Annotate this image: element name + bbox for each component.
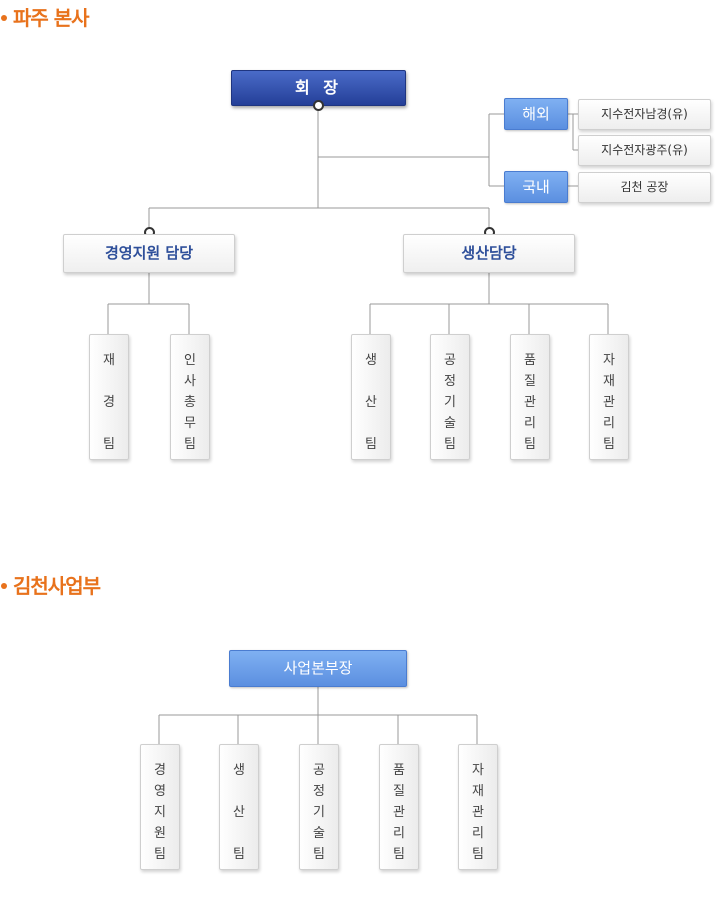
team-label-char: 관 (393, 805, 405, 820)
team-label-char: 리 (393, 826, 405, 841)
team-label-char: 경 (103, 395, 115, 410)
manager-box-production: 생산담당 (403, 234, 575, 273)
team-label-char: 정 (444, 374, 456, 389)
team-label-char: 재 (103, 353, 115, 368)
manager-box-management-support: 경영지원 담당 (63, 234, 235, 273)
team-label-char: 공 (313, 763, 325, 778)
team-label-char: 팀 (444, 437, 456, 452)
chairman-box: 회 장 (231, 70, 406, 106)
team-label-char: 팀 (472, 847, 484, 862)
team-label-char: 재 (603, 374, 615, 389)
team-label-char: 팀 (184, 437, 196, 452)
domestic-box: 국내 (504, 171, 568, 203)
team-label-char: 질 (393, 784, 405, 799)
connector-node-icon (313, 100, 324, 111)
team-label-char: 리 (472, 826, 484, 841)
team-label-char: 영 (154, 784, 166, 799)
bullet-icon (1, 14, 7, 21)
business-head-box: 사업본부장 (229, 650, 407, 687)
team-label-char: 술 (313, 826, 325, 841)
team-label-char: 팀 (365, 437, 377, 452)
team-label-char: 인 (184, 353, 196, 368)
team-label-char: 무 (184, 416, 196, 431)
team-label-char: 사 (184, 374, 196, 389)
team-label-char: 팀 (393, 847, 405, 862)
team-label-char: 산 (233, 805, 245, 820)
team-label-char: 기 (444, 395, 456, 410)
team-label-char: 팀 (233, 847, 245, 862)
team-label-char: 자 (472, 763, 484, 778)
team-label-char: 정 (313, 784, 325, 799)
team-label-char: 술 (444, 416, 456, 431)
team-label-char: 관 (524, 395, 536, 410)
team-label-char: 지 (154, 805, 166, 820)
factory-box-gimcheon: 김천 공장 (578, 172, 711, 203)
team-label-char: 품 (524, 353, 536, 368)
team-label-char: 생 (233, 763, 245, 778)
team-label-char: 기 (313, 805, 325, 820)
team-label-char: 팀 (154, 847, 166, 862)
team-label-char: 관 (603, 395, 615, 410)
subsidiary-box-guangzhou: 지수전자광주(유) (578, 135, 711, 166)
team-label-char: 생 (365, 353, 377, 368)
team-label-char: 원 (154, 826, 166, 841)
team-label-char: 품 (393, 763, 405, 778)
team-label-char: 리 (603, 416, 615, 431)
team-label-char: 총 (184, 395, 196, 410)
bullet-icon (1, 582, 7, 589)
team-label-char: 재 (472, 784, 484, 799)
team-label-char: 팀 (313, 847, 325, 862)
team-label-char: 공 (444, 353, 456, 368)
team-label-char: 질 (524, 374, 536, 389)
section-title-paju: 파주 본사 (0, 2, 90, 31)
team-label-char: 관 (472, 805, 484, 820)
subsidiary-box-nanjing: 지수전자남경(유) (578, 99, 711, 130)
team-label-char: 경 (154, 763, 166, 778)
team-label-char: 리 (524, 416, 536, 431)
team-label-char: 팀 (103, 437, 115, 452)
team-label-char: 산 (365, 395, 377, 410)
overseas-box: 해외 (504, 98, 568, 130)
team-label-char: 팀 (603, 437, 615, 452)
section-title-gimcheon: 김천사업부 (0, 570, 101, 599)
team-label-char: 자 (603, 353, 615, 368)
team-label-char: 팀 (524, 437, 536, 452)
